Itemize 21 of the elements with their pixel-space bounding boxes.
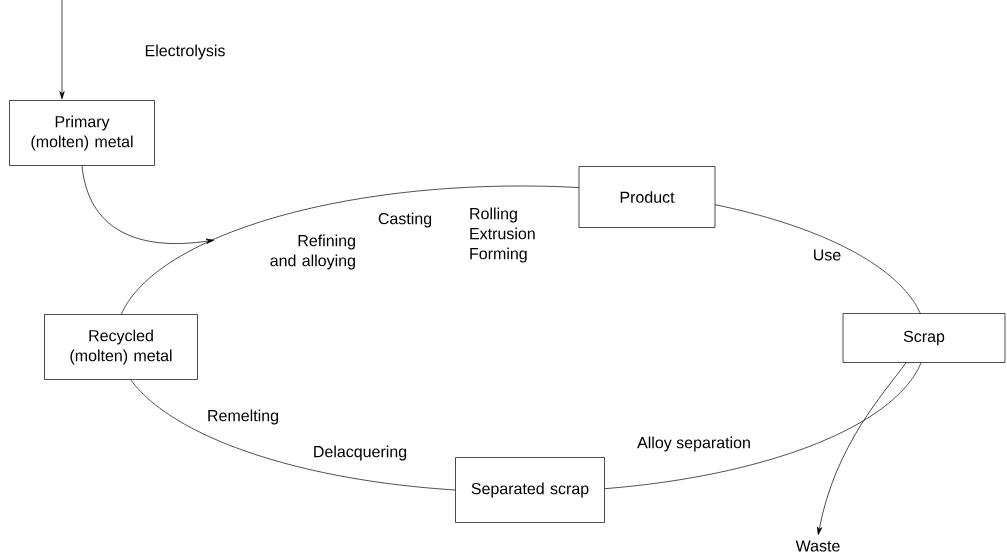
process-box: Product — [578, 166, 716, 228]
process-label: Delacquering — [314, 445, 407, 461]
process-label: Rolling Extrusion Forming — [470, 207, 535, 263]
process-label: Use — [814, 249, 841, 261]
arrow — [59, 0, 65, 100]
cycle-arc — [130, 379, 456, 491]
arrow — [81, 165, 215, 244]
process-label: Remelting — [208, 409, 278, 425]
process-box: Scrap — [842, 313, 1006, 363]
process-box: Separated scrap — [455, 457, 605, 523]
process-box: Recycled (molten) metal — [44, 314, 198, 380]
cycle-arc — [120, 185, 580, 315]
process-label: Electrolysis — [145, 44, 225, 60]
cycle-arc — [714, 204, 921, 314]
process-label: Casting — [378, 212, 432, 228]
cycle-arc — [604, 362, 922, 490]
process-label: Refining and alloying — [270, 234, 355, 270]
arrow — [817, 362, 907, 535]
process-box: Primary (molten) metal — [9, 100, 155, 166]
text-label: Waste — [795, 540, 840, 552]
process-label: Alloy separation — [637, 436, 750, 452]
